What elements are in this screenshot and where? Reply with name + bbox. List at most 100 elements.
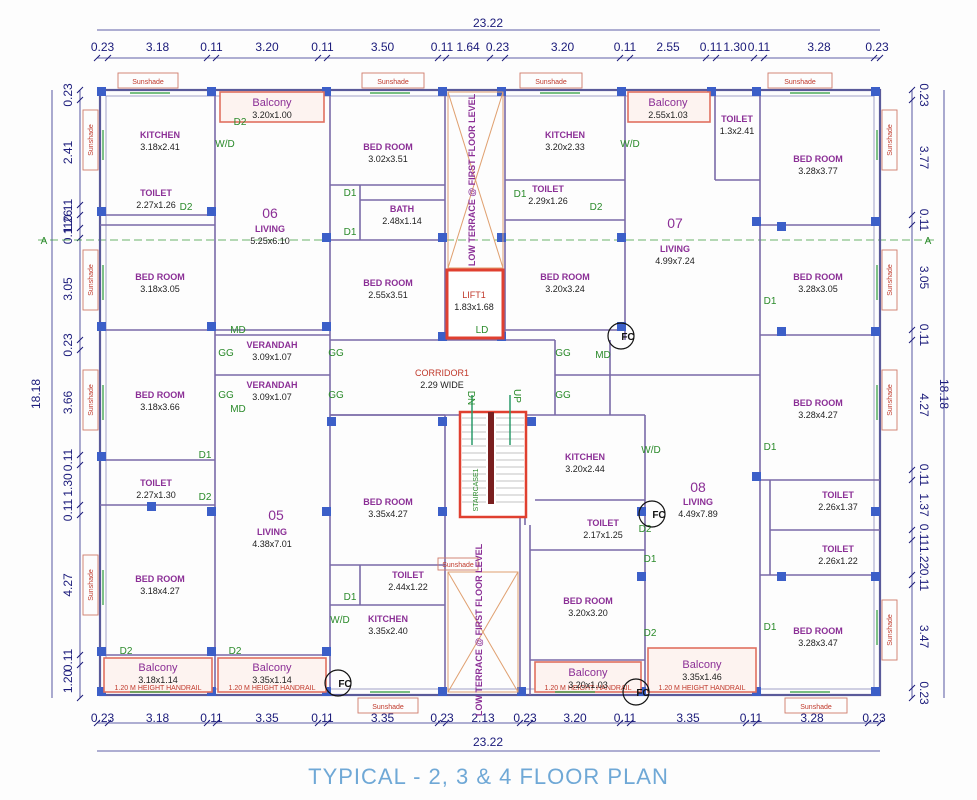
room-size: 3.20x1.00 [252, 110, 292, 120]
dim-value: 0.11 [748, 40, 771, 54]
room-size: 3.18x3.66 [140, 402, 180, 412]
dim-value: 0.11 [200, 40, 223, 54]
dim-tick [203, 54, 211, 62]
dim-value: 3.05 [917, 266, 931, 290]
room-size: 3.28x3.77 [798, 166, 838, 176]
dimension-labels: 23.22 23.22 18.18 18.18 [29, 16, 951, 749]
door-tag: W/D [215, 139, 234, 150]
room-name: TOILET [587, 518, 619, 528]
fc-label: FC [652, 510, 665, 521]
column [207, 507, 216, 516]
sunshade-label: Sunshade [887, 614, 894, 646]
dim-value: 2.55 [656, 40, 680, 54]
door-tag: D1 [764, 442, 777, 453]
column [207, 87, 216, 96]
dim-value: 0.11 [61, 198, 75, 221]
room-name: TOILET [532, 184, 564, 194]
sunshade-label: Sunshade [88, 264, 95, 296]
room-size: 5.25x6.10 [250, 236, 290, 246]
room-size: 3.18x1.14 [138, 675, 178, 685]
dim-value: 0.11 [740, 711, 763, 725]
room-size: 3.35x1.46 [682, 672, 722, 682]
staircase-label: STAIRCASE1 [473, 468, 480, 511]
room-size: 3.02x3.51 [368, 154, 408, 164]
column [497, 233, 506, 242]
dim-tick [876, 54, 884, 62]
column [97, 322, 106, 331]
sunshade-label: Sunshade [372, 704, 404, 711]
lift-shaft [445, 268, 505, 340]
sunshade-label: Sunshade [535, 79, 567, 86]
dim-value: 0.11 [917, 524, 931, 547]
dim-tick [76, 211, 84, 219]
dim-tick [870, 54, 878, 62]
dim-tick [908, 96, 916, 104]
room-name: KITCHEN [545, 130, 585, 140]
dim-value: 0.23 [862, 711, 886, 725]
room-size: 3.35x4.27 [368, 509, 408, 519]
room-size: 3.35x1.14 [252, 675, 292, 685]
column [871, 87, 880, 96]
room-name: TOILET [822, 544, 854, 554]
sunshade-label: Sunshade [88, 569, 95, 601]
sunshade-label: Sunshade [442, 562, 474, 569]
sunshade-label: Sunshade [88, 384, 95, 416]
stair-up-label: UP [511, 389, 522, 403]
room-size: 3.28x4.27 [798, 410, 838, 420]
room-size: 2.27x1.26 [136, 200, 176, 210]
room-size: 4.99x7.24 [655, 256, 695, 266]
door-tag: GG [555, 348, 571, 359]
dim-value: 0.11 [917, 324, 931, 347]
room-name: LIVING [257, 527, 287, 537]
low-terrace-label-bottom: LOW TERRACE @ FIRST FLOOR LEVEL [474, 543, 484, 716]
dim-tick [626, 54, 634, 62]
dim-tick [104, 54, 112, 62]
handrail-label: 1.20 M HEIGHT HANDRAIL [658, 685, 745, 692]
dim-tick [212, 719, 220, 727]
door-tag: W/D [641, 445, 660, 456]
dim-tick [908, 326, 916, 334]
room-name: BED ROOM [363, 142, 413, 152]
dim-value: 4.27 [917, 393, 931, 417]
column [97, 452, 106, 461]
dim-value: 1.20 [61, 669, 75, 693]
dim-tick [76, 224, 84, 232]
column [322, 233, 331, 242]
dim-tick [212, 54, 220, 62]
overall-width-top: 23.22 [473, 16, 503, 30]
axis-label-right: A [925, 236, 932, 247]
handrail-label: 1.20 M HEIGHT HANDRAIL [544, 685, 631, 692]
dim-value: 3.28 [807, 40, 831, 54]
dim-value: 0.23 [61, 333, 75, 357]
fc-label: FC [338, 679, 351, 690]
door-tag: D2 [644, 628, 657, 639]
column [207, 647, 216, 656]
plan-caption: TYPICAL - 2, 3 & 4 FLOOR PLAN [308, 764, 669, 789]
column [871, 327, 880, 336]
column [752, 87, 761, 96]
dim-tick [908, 336, 916, 344]
unit-08: 08 [690, 479, 706, 495]
room-size: 3.18x3.05 [140, 284, 180, 294]
door-tag: D1 [764, 296, 777, 307]
room-name: CORRIDOR1 [415, 368, 469, 378]
room-size: 2.48x1.14 [382, 216, 422, 226]
room-size: 3.18x4.27 [140, 586, 180, 596]
room-size: 2.26x1.37 [818, 502, 858, 512]
room-size: 3.28x3.05 [798, 284, 838, 294]
